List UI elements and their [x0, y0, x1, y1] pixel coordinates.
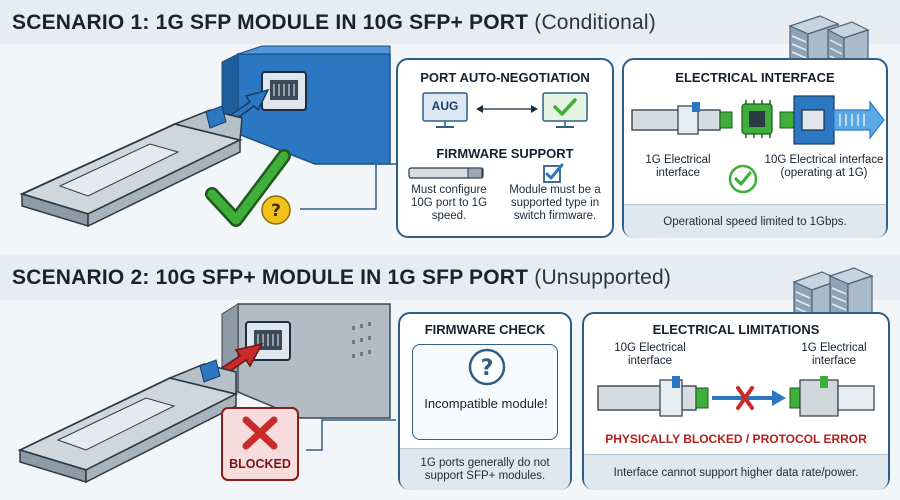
svg-text:?: ?	[481, 356, 494, 381]
electrical-interface-heading: ELECTRICAL INTERFACE	[675, 70, 835, 85]
server-rack-icon-2	[792, 267, 874, 323]
monitor-check-icon	[542, 92, 588, 128]
scenario1-header-band	[0, 0, 900, 44]
aug-label: AUG	[431, 99, 459, 113]
1g-electrical-label: 1G Electrical interface	[801, 342, 867, 367]
electrical-limitations-heading: ELECTRICAL LIMITATIONS	[652, 322, 820, 337]
firmware-check-panel: FIRMWARE CHECK ? Incompatible module! 1G…	[398, 312, 572, 490]
electrical-interface-panel: ELECTRICAL INTERFACE 1G Electrical inter…	[622, 58, 888, 238]
double-arrow-icon	[476, 105, 538, 113]
blocked-badge	[221, 407, 299, 481]
check-icon	[207, 151, 289, 225]
scenario2-title: SCENARIO 2: 10G SFP+ MODULE IN 1G SFP PO…	[12, 266, 671, 290]
electrical-interface-illustration	[631, 95, 885, 145]
supported-type-note: Module must be a supported type in switc…	[509, 184, 601, 222]
sfp-support-footer: 1G ports generally do not support SFP+ m…	[400, 448, 570, 490]
auto-negotiation-panel: PORT AUTO-NEGOTIATION AUG FIRMWARE SUPPO…	[396, 58, 614, 238]
data-flow-arrow-icon	[833, 100, 885, 140]
svg-text:?: ?	[271, 201, 281, 221]
checkbox-icon	[543, 163, 564, 183]
blocked-error-text: PHYSICALLY BLOCKED / PROTOCOL ERROR	[605, 432, 867, 446]
auto-negotiation-heading: PORT AUTO-NEGOTIATION	[420, 70, 590, 85]
10g-electrical-label: 10G Electrical interface	[614, 342, 686, 367]
scenario1-illustration: ?	[19, 45, 396, 228]
warning-question-icon	[261, 195, 291, 225]
firmware-support-heading: FIRMWARE SUPPORT	[436, 146, 574, 161]
scenario1-title: SCENARIO 1: 1G SFP MODULE IN 10G SFP+ PO…	[12, 11, 656, 35]
scenario2-title-text: SCENARIO 2: 10G SFP+ MODULE IN 1G SFP PO…	[12, 266, 529, 289]
check-circle-icon	[728, 164, 758, 194]
sfp-plus-module-icon	[17, 359, 239, 484]
module-small-icon	[408, 167, 484, 179]
10g-interface-label: 10G Electrical interface (operating at 1…	[764, 154, 884, 179]
switch-10g-icon	[237, 53, 391, 165]
scenario2-tag: (Unsupported)	[534, 266, 672, 289]
question-circle-icon: ?	[468, 348, 506, 386]
scenario2-header-band	[0, 254, 900, 300]
electrical-limitations-panel: ELECTRICAL LIMITATIONS 10G Electrical in…	[582, 312, 890, 490]
incompatible-message: Incompatible module!	[424, 396, 548, 411]
blocked-badge-label: BLOCKED	[229, 457, 291, 471]
speed-limit-footer: Operational speed limited to 1Gbps.	[624, 204, 886, 238]
scenario1-title-text: SCENARIO 1: 1G SFP MODULE IN 10G SFP+ PO…	[12, 11, 529, 34]
1g-interface-label: 1G Electrical interface	[645, 154, 711, 179]
scenario2-illustration	[17, 303, 396, 484]
configure-note: Must configure 10G port to 1G speed.	[410, 184, 488, 222]
signal-arrow-icon	[772, 390, 786, 406]
sfp-module-1g-icon	[19, 105, 243, 228]
monitor-icon	[422, 92, 468, 128]
firmware-check-heading: FIRMWARE CHECK	[424, 322, 546, 337]
data-rate-footer: Interface cannot support higher data rat…	[584, 454, 888, 490]
scenario1-tag: (Conditional)	[534, 11, 656, 34]
electrical-limitations-illustration	[597, 376, 875, 417]
